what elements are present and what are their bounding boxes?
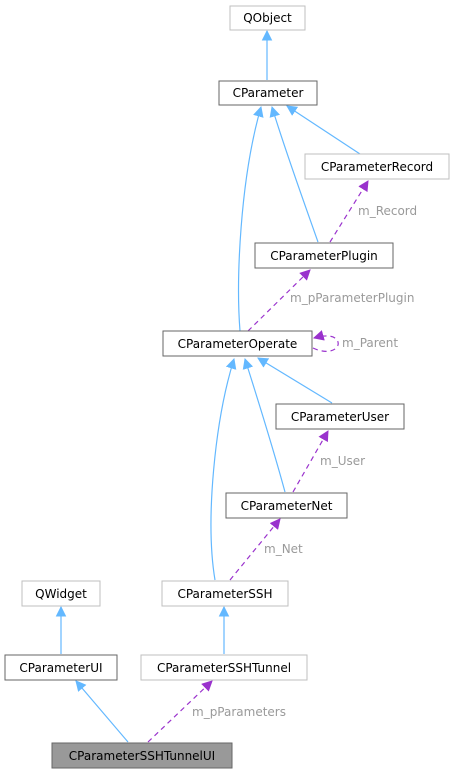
node-label-cparameterrecord: CParameterRecord xyxy=(321,160,433,174)
edge-cparameteroperate-self xyxy=(312,330,339,352)
node-cparameterplugin[interactable]: CParameterPlugin xyxy=(254,242,394,269)
edge-label-m-pparameters: m_pParameters xyxy=(192,705,286,719)
node-cparametersshtunnelui[interactable]: CParameterSSHTunnelUI xyxy=(51,742,233,769)
node-label-cparameternet: CParameterNet xyxy=(241,499,333,513)
edge-cparameternet-cparameteruser xyxy=(292,430,329,493)
edge-labels-layer: m_Record m_pParameterPlugin m_Parent m_U… xyxy=(192,204,417,719)
edge-label-m-net: m_Net xyxy=(264,542,303,556)
edge-cparameteroperate-cparameterplugin xyxy=(247,269,311,332)
node-label-qwidget: QWidget xyxy=(35,587,87,601)
node-label-cparameterplugin: CParameterPlugin xyxy=(270,249,378,263)
node-label-cparameter: CParameter xyxy=(233,86,304,100)
node-cparameteroperate[interactable]: CParameterOperate xyxy=(162,330,313,357)
edge-cparametersshtunnelui-cparameterui xyxy=(75,680,129,743)
edge-cparameterrecord-cparameter xyxy=(286,105,361,155)
node-label-cparametersshtunnel: CParameterSSHTunnel xyxy=(157,661,291,675)
edge-cparameternet-cparameteroperate xyxy=(242,357,286,493)
node-label-cparameteruser: CParameterUser xyxy=(291,410,389,424)
edge-cparameteruser-cparameteroperate xyxy=(257,357,333,404)
edge-cparameterssh-cparameteroperate xyxy=(210,357,237,581)
node-label-cparametersshtunnelui: CParameterSSHTunnelUI xyxy=(69,749,215,763)
node-label-cparameterui: CParameterUI xyxy=(19,661,102,675)
edge-cparameterplugin-cparameterrecord xyxy=(329,180,369,243)
edge-label-m-user: m_User xyxy=(320,454,365,468)
node-cparameterssh[interactable]: CParameterSSH xyxy=(161,580,289,607)
node-label-qobject: QObject xyxy=(243,11,292,25)
edge-cparameteroperate-cparameter xyxy=(238,105,264,332)
nodes-layer: QObject CParameter CParameterRecord CPar… xyxy=(4,5,450,769)
edge-label-m-pparameterplugin: m_pParameterPlugin xyxy=(290,291,414,305)
node-cparameteruser[interactable]: CParameterUser xyxy=(275,403,405,430)
node-cparameternet[interactable]: CParameterNet xyxy=(225,492,348,519)
node-cparameterrecord[interactable]: CParameterRecord xyxy=(304,153,450,180)
edge-label-m-parent: m_Parent xyxy=(342,336,398,350)
node-qobject[interactable]: QObject xyxy=(229,5,306,31)
edges-layer xyxy=(55,29,369,743)
node-qwidget[interactable]: QWidget xyxy=(21,580,101,607)
node-cparameter[interactable]: CParameter xyxy=(218,80,318,106)
edge-cparameterplugin-cparameter xyxy=(269,105,319,243)
edge-cparametersshtunnelui-cparametersshtunnel xyxy=(147,680,213,743)
node-cparameterui[interactable]: CParameterUI xyxy=(4,654,118,681)
edge-label-m-record: m_Record xyxy=(358,204,417,218)
node-cparametersshtunnel[interactable]: CParameterSSHTunnel xyxy=(140,654,308,681)
node-label-cparameteroperate: CParameterOperate xyxy=(178,337,298,351)
edge-cparameterssh-cparameternet xyxy=(229,518,281,581)
node-label-cparameterssh: CParameterSSH xyxy=(177,587,272,601)
